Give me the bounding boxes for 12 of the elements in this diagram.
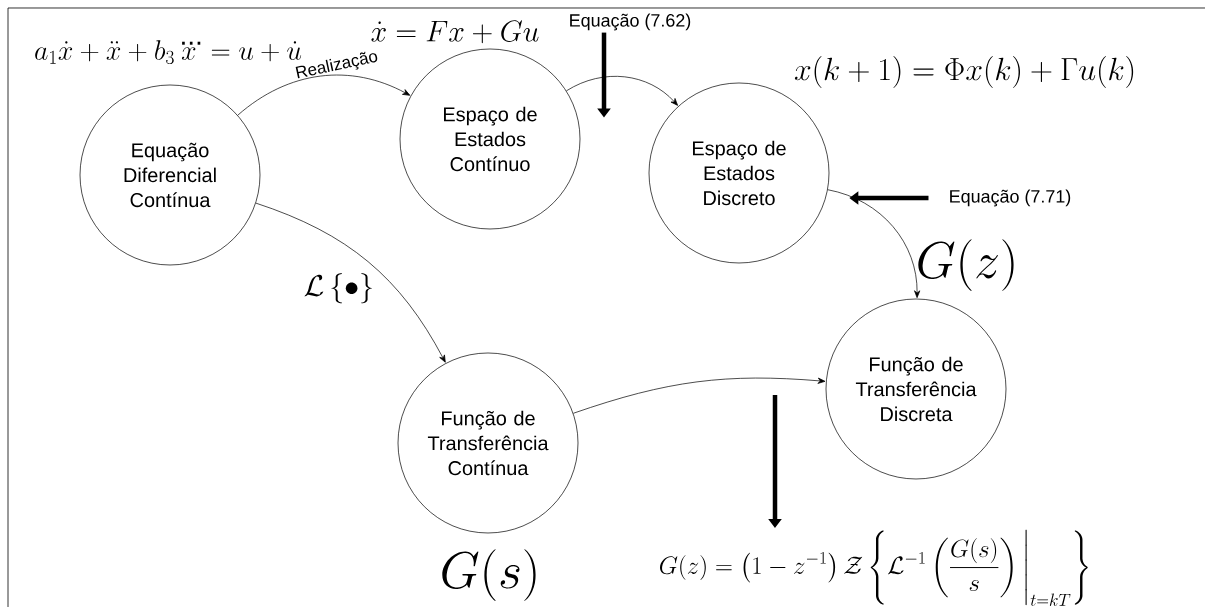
equation-reference: Equação (7.62) xyxy=(570,13,691,31)
arrow xyxy=(573,377,826,414)
arrow xyxy=(827,189,921,299)
edge-label: $\mathcal{L}\left\{\bullet\right\}$ xyxy=(304,273,372,304)
formula: $G(s)$ xyxy=(442,549,536,601)
arrow xyxy=(255,202,446,363)
arrow xyxy=(566,75,678,106)
formula: $\dot{x}=Fx+Gu$ xyxy=(371,20,539,44)
arrow xyxy=(237,74,411,116)
formula: $G(z)=\left(1-z^{-1}\right)\mathcal{Z}\left\{\mathcal{L}^{-1}\left(\frac{G(s)}{s}\right)\Bigg|_{t=kT}\right\}$ xyxy=(660,529,1088,606)
formula: $G(z)$ xyxy=(918,239,1014,291)
equation-reference: Equação (7.71) xyxy=(950,189,1071,207)
